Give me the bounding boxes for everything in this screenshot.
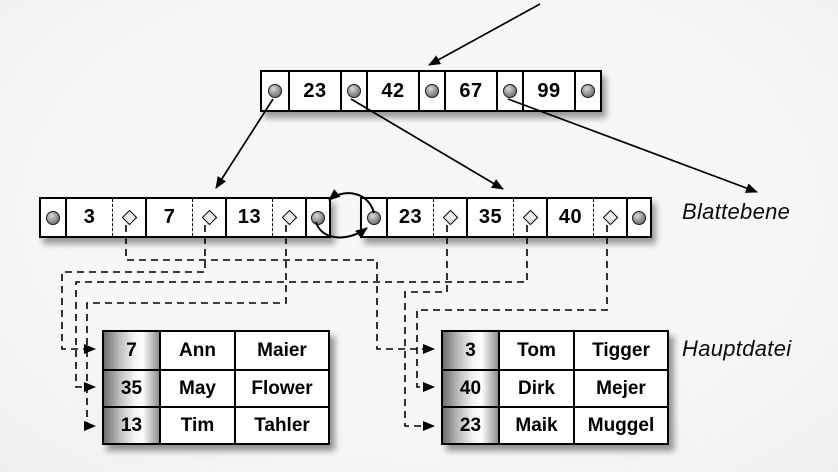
table-key-cell: 23 <box>443 406 498 443</box>
root-key-1: 42 <box>381 79 405 102</box>
pointer-circle-icon <box>268 84 282 98</box>
leaf-entry: 3 <box>65 199 145 236</box>
leaf-next-pointer-cell <box>305 199 329 236</box>
record-pointer-diamond-icon <box>442 209 458 226</box>
pointer-circle-icon <box>632 210 646 225</box>
root-key-2: 67 <box>459 79 483 102</box>
pointer-circle-icon <box>46 210 60 225</box>
record-pointer-diamond-icon <box>522 209 538 226</box>
table-name-cell: Tim <box>159 406 234 443</box>
leaf-key: 7 <box>163 206 176 228</box>
leaf-entry: 7 <box>145 199 225 236</box>
leaf-key: 3 <box>83 206 96 228</box>
leaf-next-pointer-cell <box>626 199 650 236</box>
table-name-cell: Ann <box>159 332 234 369</box>
root-key-cell-1: 42 <box>366 72 418 110</box>
pointer-circle-icon <box>347 84 361 98</box>
root-pointer-cell-1 <box>340 72 366 110</box>
table-surname-cell: Tahler <box>234 406 328 443</box>
arrow-root-to-right-leaf <box>350 98 504 190</box>
leaf-prev-pointer-cell <box>362 199 386 236</box>
arrow-root-to-offscreen-leaf <box>507 98 758 193</box>
leaf-key: 23 <box>398 206 423 228</box>
record-pointer-diamond-icon <box>121 209 137 226</box>
root-node: 23 42 67 99 <box>260 70 602 112</box>
table-key-cell: 35 <box>104 369 159 406</box>
table-key-cell: 3 <box>443 332 498 369</box>
leaf-level-label: Blattebene <box>682 199 791 224</box>
main-file-table-right: 3 Tom Tigger 40 Dirk Mejer 23 Maik Mugge… <box>441 330 669 445</box>
root-pointer-cell-0 <box>262 72 288 110</box>
leaf-key: 13 <box>237 206 262 228</box>
table-name-cell: Maik <box>498 406 573 443</box>
arrow-root-to-left-leaf <box>215 98 274 189</box>
record-pointer-diamond-icon <box>281 209 297 226</box>
root-key-0: 23 <box>303 79 327 102</box>
table-surname-cell: Muggel <box>573 406 667 443</box>
leaf-node-left: 3 7 13 <box>39 197 331 238</box>
record-pointer-diamond-icon <box>602 209 618 226</box>
root-key-cell-3: 99 <box>522 72 574 110</box>
leaf-entry: 40 <box>546 199 626 236</box>
table-surname-cell: Mejer <box>573 369 667 406</box>
table-name-cell: Tom <box>498 332 573 369</box>
leaf-prev-pointer-cell <box>41 199 65 236</box>
pointer-circle-icon <box>311 210 325 225</box>
table-key-cell: 40 <box>443 369 498 406</box>
table-name-cell: Dirk <box>498 369 573 406</box>
root-pointer-cell-2 <box>418 72 444 110</box>
main-file-table-left: 7 Ann Maier 35 May Flower 13 Tim Tahler <box>102 330 330 445</box>
root-pointer-cell-3 <box>496 72 522 110</box>
leaf-key: 40 <box>558 206 583 228</box>
table-name-cell: May <box>159 369 234 406</box>
main-file-label: Hauptdatei <box>682 336 792 361</box>
root-pointer-cell-4 <box>574 72 600 110</box>
leaf-key: 35 <box>478 206 503 228</box>
table-surname-cell: Tigger <box>573 332 667 369</box>
pointer-circle-icon <box>425 84 439 98</box>
leaf-node-right: 23 35 40 <box>360 197 652 238</box>
pointer-circle-icon <box>503 84 517 98</box>
root-key-cell-2: 67 <box>444 72 496 110</box>
leaf-entry: 35 <box>466 199 546 236</box>
record-pointer-diamond-icon <box>201 209 217 226</box>
pointer-circle-icon <box>581 84 595 98</box>
pointer-circle-icon <box>367 210 381 225</box>
arrow-into-root <box>428 3 541 66</box>
root-key-3: 99 <box>537 79 561 102</box>
table-surname-cell: Flower <box>234 369 328 406</box>
table-surname-cell: Maier <box>234 332 328 369</box>
table-key-cell: 7 <box>104 332 159 369</box>
leaf-entry: 23 <box>386 199 466 236</box>
table-key-cell: 13 <box>104 406 159 443</box>
leaf-entry: 13 <box>225 199 305 236</box>
root-key-cell-0: 23 <box>288 72 340 110</box>
